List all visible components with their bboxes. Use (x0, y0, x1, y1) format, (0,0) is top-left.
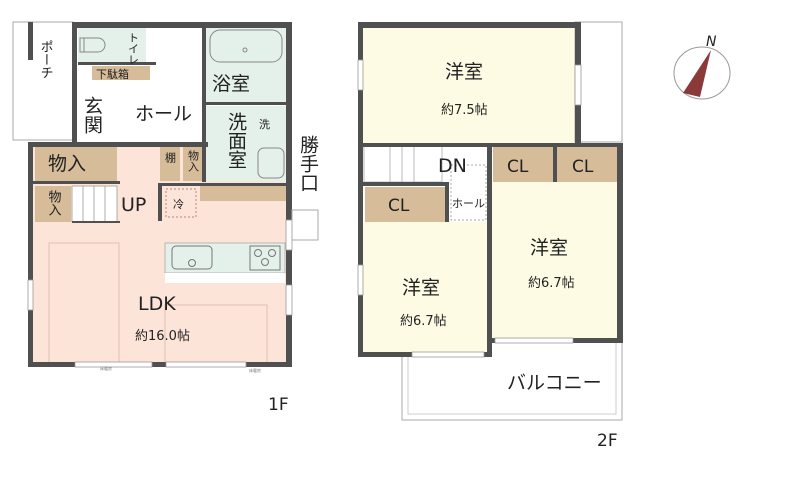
balcony-outline (401, 343, 623, 421)
bedroom-east-label: 洋室 (530, 237, 568, 259)
labels-2f: 洋室 約7.5帖 DN ホール CL CL CL 洋室 約6.7帖 洋室 約6.… (388, 61, 618, 451)
hall-2f-label: ホール (452, 197, 485, 210)
closet-3-label: CL (388, 196, 410, 216)
floor-heating-label-1: 床暖房 (100, 365, 112, 371)
closet-3 (365, 187, 445, 222)
washer-label: 洗 (259, 118, 270, 131)
bedroom-west-size: 約6.7帖 (400, 314, 447, 329)
bath-room (206, 28, 286, 102)
floor-1f (12, 21, 319, 368)
hall-label: ホール (135, 103, 192, 125)
bedroom-west-label: 洋室 (402, 277, 440, 299)
bedroom-west (363, 222, 487, 352)
bedroom-east-size: 約6.7帖 (528, 276, 575, 291)
walls-1f (28, 22, 292, 367)
compass-north-label: N (706, 34, 717, 50)
toilet-label: トイレ (127, 32, 140, 65)
bedroom-north-label: 洋室 (445, 61, 483, 83)
bath-label: 浴室 (212, 73, 250, 95)
porch-label: ポーチ (38, 40, 53, 79)
closet-2-label: CL (572, 157, 594, 177)
ldk-size-label: 約16.0帖 (135, 329, 190, 344)
fridge-label: 冷 (173, 198, 184, 211)
ldk-label: LDK (138, 293, 176, 315)
stairs-2f (363, 145, 443, 183)
sink-icon (171, 245, 213, 270)
kitchen-back-counter (200, 186, 286, 201)
entrance-label: 玄関 (81, 96, 103, 134)
windows-2f (357, 59, 582, 358)
service-door-step (291, 209, 319, 241)
storage-small-label: 物入 (187, 149, 200, 172)
closet-1-label: CL (507, 157, 529, 177)
closet-2 (557, 147, 617, 182)
porch-area (12, 21, 74, 141)
sink-drain-icon (188, 259, 196, 267)
stove-icon (249, 245, 281, 271)
toilet-room (78, 28, 146, 62)
up-label: UP (121, 194, 146, 216)
compass-needle-icon (683, 50, 711, 97)
washroom (206, 106, 286, 181)
basin-icon (257, 147, 285, 179)
floor-1f-label: 1F (268, 395, 289, 415)
fridge-space (165, 188, 197, 218)
stairs-1f (71, 185, 118, 223)
floor-heating-label-2: 床暖房 (249, 367, 261, 373)
kitchen-counter-edge (165, 273, 285, 283)
bedroom-east (492, 182, 617, 342)
closet-1 (493, 147, 553, 182)
floor-2f-label: 2F (597, 431, 618, 451)
compass: N (673, 34, 731, 100)
bedroom-north-size: 約7.5帖 (441, 103, 488, 118)
storage-large (35, 147, 117, 181)
bathtub-icon (209, 29, 283, 63)
shoe-box (92, 66, 150, 80)
shelf (160, 147, 180, 181)
labels-1f: ポーチ トイレ 下駄箱 玄関 ホール 浴室 洗面室 洗 物入 棚 物入 物入 U… (38, 32, 320, 415)
balcony-label: バルコニー (507, 372, 602, 394)
hall-2f-area (450, 164, 487, 221)
storage-stairs (35, 186, 71, 222)
balcony-north (574, 21, 623, 143)
floor-2f (357, 21, 623, 421)
shelf-label: 棚 (164, 151, 177, 164)
compass-ring (673, 46, 731, 100)
down-label: DN (438, 155, 467, 177)
storage-stairs-label: 物入 (46, 190, 62, 216)
bedroom-north (363, 28, 575, 143)
toilet-icon (79, 37, 106, 53)
storage-small (183, 147, 203, 181)
service-door-label: 勝手口 (297, 135, 319, 192)
storage-large-label: 物入 (48, 153, 86, 175)
shoe-box-label: 下駄箱 (96, 67, 129, 81)
washroom-label: 洗面室 (225, 112, 247, 169)
